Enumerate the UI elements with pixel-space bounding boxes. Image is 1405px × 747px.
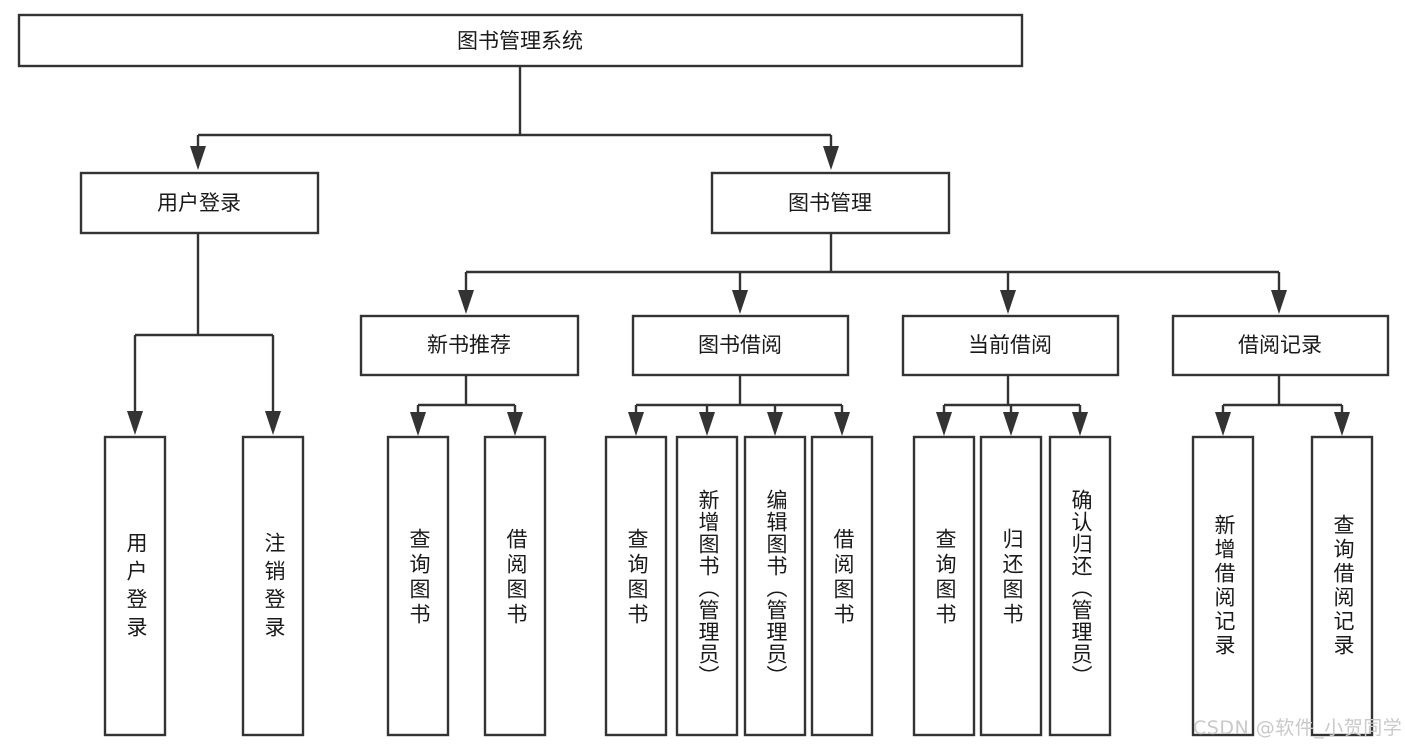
node-user-login-box[interactable] — [79, 171, 320, 235]
leaf-node-edit-book-admin[interactable]: 编辑图书（管理员） — [743, 435, 807, 737]
leaf-logout-box[interactable] — [241, 435, 305, 737]
leaf-borrow-books-borrow-label: 借阅图书 — [831, 528, 855, 628]
leaf-node-add-borrow-record[interactable]: 新增借阅记录 — [1191, 435, 1255, 737]
node-root-box[interactable] — [17, 13, 1024, 68]
leaf-node-add-book-admin[interactable]: 新增图书（管理员） — [675, 435, 739, 737]
leaf-return-books-box[interactable] — [979, 435, 1043, 737]
node-root-label: 图书管理系统 — [457, 29, 583, 53]
arrow-head-borrow-records-leaf-1 — [1215, 412, 1231, 436]
arrow-head-current-borrow-leaf-3 — [1072, 412, 1088, 436]
node-borrow-records[interactable]: 借阅记录 — [1171, 314, 1390, 377]
arrow-head-current-borrow-leaf-2 — [1003, 412, 1019, 436]
leaf-node-query-books-current[interactable]: 查询图书 — [912, 435, 976, 737]
leaf-node-confirm-return-admin[interactable]: 确认归还（管理员） — [1048, 435, 1112, 737]
arrow-head-new-book — [458, 290, 474, 314]
leaf-query-books-recommend-box[interactable] — [386, 435, 450, 737]
leaf-user-login-box[interactable] — [103, 435, 167, 737]
leaf-confirm-return-admin-label: 确认归还（管理员） — [1069, 489, 1093, 687]
arrow-head-user-login — [190, 146, 206, 170]
arrow-head-new-book-leaf-1 — [410, 412, 426, 436]
leaf-node-borrow-books-borrow[interactable]: 借阅图书 — [810, 435, 874, 737]
leaf-user-login-label: 用户登录 — [124, 532, 148, 644]
leaf-logout-label: 注销登录 — [262, 532, 286, 644]
arrow-head-borrow-records-leaf-2 — [1334, 412, 1350, 436]
leaf-node-return-books[interactable]: 归还图书 — [979, 435, 1043, 737]
leaf-node-user-login-action[interactable]: 用户登录 — [103, 435, 167, 737]
leaf-add-book-admin-label: 新增图书（管理员） — [696, 489, 720, 687]
node-root-book-management-system[interactable]: 图书管理系统 — [17, 13, 1024, 68]
leaf-borrow-books-borrow-box[interactable] — [810, 435, 874, 737]
leaf-edit-book-admin-label: 编辑图书（管理员） — [764, 489, 788, 687]
node-borrow-records-label: 借阅记录 — [1238, 333, 1322, 357]
node-book-management-box[interactable] — [710, 171, 951, 235]
leaf-query-books-borrow-box[interactable] — [604, 435, 668, 737]
leaf-node-query-books-borrow[interactable]: 查询图书 — [604, 435, 668, 737]
arrow-head-book-borrow-leaf-3 — [767, 412, 783, 436]
connectors-new-book-to-leaves — [410, 376, 523, 436]
connectors-book-mgmt-to-level3 — [458, 234, 1287, 314]
arrow-head-borrow-records — [1271, 290, 1287, 314]
leaf-add-borrow-record-box[interactable] — [1191, 435, 1255, 737]
arrow-head-book-mgmt — [823, 146, 839, 170]
node-user-login-label: 用户登录 — [157, 191, 241, 215]
arrow-head-user-login-leaf-1 — [127, 411, 143, 435]
node-current-borrow-box[interactable] — [901, 314, 1120, 377]
connectors-borrow-records-to-leaves — [1215, 376, 1350, 436]
arrow-head-book-borrow — [732, 290, 748, 314]
leaf-query-borrow-record-label: 查询借阅记录 — [1331, 514, 1355, 658]
arrow-head-new-book-leaf-2 — [507, 412, 523, 436]
node-book-borrow[interactable]: 图书借阅 — [631, 314, 850, 377]
leaf-add-borrow-record-label: 新增借阅记录 — [1212, 514, 1236, 658]
leaf-add-book-admin-box[interactable] — [675, 435, 739, 737]
arrow-head-current-borrow — [1000, 290, 1016, 314]
leaf-node-query-borrow-record[interactable]: 查询借阅记录 — [1310, 435, 1374, 737]
leaf-node-logout[interactable]: 注销登录 — [241, 435, 305, 737]
leaf-query-books-borrow-label: 查询图书 — [625, 528, 649, 628]
connectors-current-borrow-to-leaves — [936, 376, 1088, 436]
node-book-borrow-label: 图书借阅 — [698, 333, 782, 357]
arrow-head-current-borrow-leaf-1 — [936, 412, 952, 436]
leaf-confirm-return-admin-box[interactable] — [1048, 435, 1112, 737]
node-book-management-label: 图书管理 — [788, 191, 872, 215]
node-book-management[interactable]: 图书管理 — [710, 171, 951, 235]
arrow-head-book-borrow-leaf-2 — [699, 412, 715, 436]
leaf-query-books-current-label: 查询图书 — [933, 528, 957, 628]
connectors-user-login-to-leaves — [127, 234, 281, 435]
node-book-borrow-box[interactable] — [631, 314, 850, 377]
leaf-borrow-books-recommend-box[interactable] — [483, 435, 547, 737]
leaf-query-books-current-box[interactable] — [912, 435, 976, 737]
node-new-book-recommend-box[interactable] — [359, 314, 580, 377]
connectors-book-borrow-to-leaves — [628, 376, 850, 436]
node-current-borrow[interactable]: 当前借阅 — [901, 314, 1120, 377]
node-user-login[interactable]: 用户登录 — [79, 171, 320, 235]
leaf-query-borrow-record-box[interactable] — [1310, 435, 1374, 737]
node-current-borrow-label: 当前借阅 — [968, 333, 1052, 357]
leaf-borrow-books-recommend-label: 借阅图书 — [504, 528, 528, 628]
leaf-node-borrow-books-recommend[interactable]: 借阅图书 — [483, 435, 547, 737]
leaf-return-books-label: 归还图书 — [1000, 528, 1024, 628]
connectors-root-to-level2 — [190, 66, 839, 170]
arrow-head-book-borrow-leaf-1 — [628, 412, 644, 436]
node-new-book-recommend-label: 新书推荐 — [427, 333, 511, 357]
node-borrow-records-box[interactable] — [1171, 314, 1390, 377]
node-new-book-recommend[interactable]: 新书推荐 — [359, 314, 580, 377]
arrow-head-user-login-leaf-2 — [265, 411, 281, 435]
leaf-node-query-books-recommend[interactable]: 查询图书 — [386, 435, 450, 737]
arrow-head-book-borrow-leaf-4 — [834, 412, 850, 436]
leaf-query-books-recommend-label: 查询图书 — [407, 528, 431, 628]
leaf-edit-book-admin-box[interactable] — [743, 435, 807, 737]
